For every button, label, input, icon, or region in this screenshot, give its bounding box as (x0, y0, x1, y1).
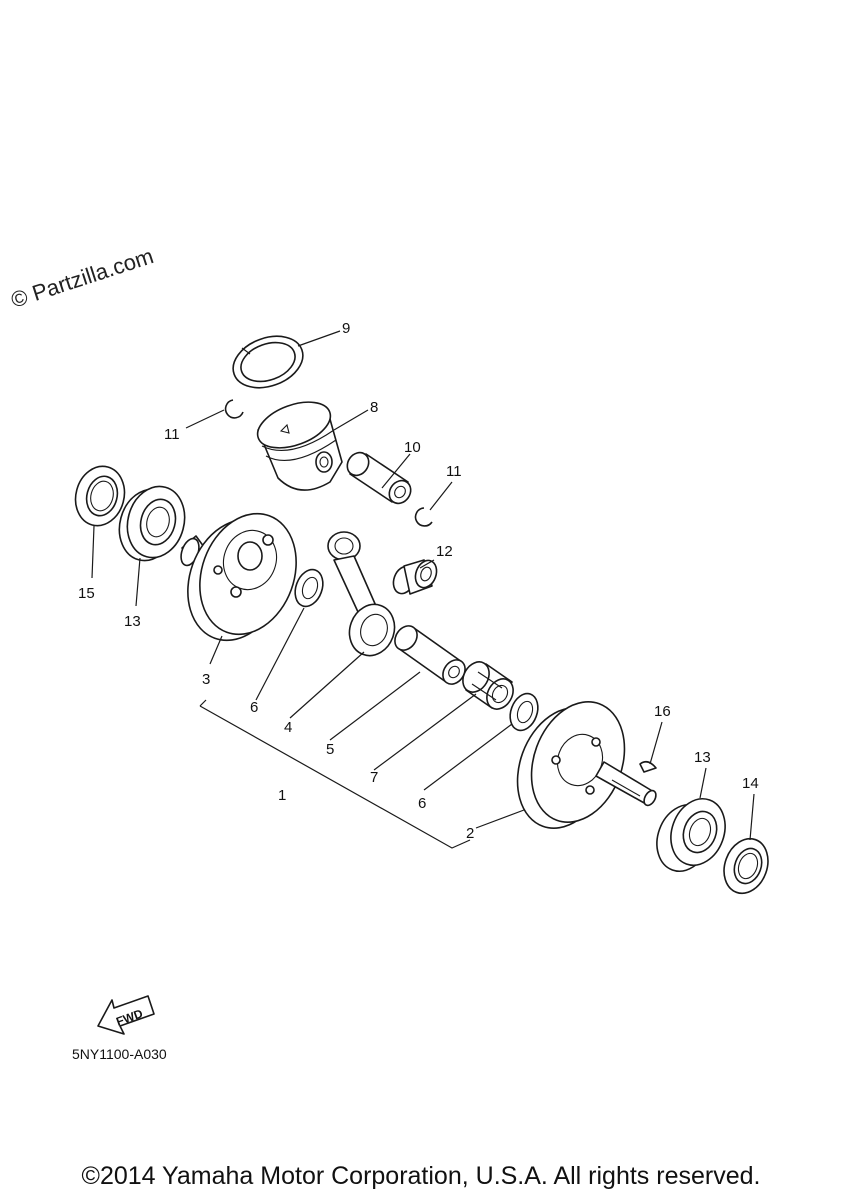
callout-numbers: 9 8 11 10 11 12 15 13 3 6 4 5 1 7 6 2 16… (78, 320, 759, 842)
copyright-notice: ©2014 Yamaha Motor Corporation, U.S.A. A… (81, 1162, 761, 1190)
washer-right (509, 692, 539, 732)
connecting-rod (327, 531, 396, 657)
crank-left (180, 512, 297, 642)
callout-8: 8 (370, 399, 378, 416)
big-end-bearing (462, 661, 514, 710)
washer-left (294, 568, 324, 608)
callout-4: 4 (284, 719, 292, 736)
fwd-arrow-icon: FWD (97, 995, 155, 1035)
callout-12: 12 (436, 543, 453, 560)
callout-9: 9 (342, 320, 350, 337)
callout-6: 6 (250, 699, 258, 716)
callout-13: 13 (694, 749, 711, 766)
callout-3: 3 (202, 671, 210, 688)
piston-pin-clip-left (224, 399, 244, 419)
callout-13: 13 (124, 613, 141, 630)
callout-5: 5 (326, 741, 334, 758)
callout-15: 15 (78, 585, 95, 602)
crank-pin (394, 625, 466, 685)
callout-11: 11 (446, 463, 462, 480)
callout-2: 2 (466, 825, 474, 842)
callout-7: 7 (370, 769, 378, 786)
bearing-left (118, 485, 186, 562)
diagram-code: 5NY1100-A030 (72, 1046, 167, 1062)
watermark: © Partzilla.com (8, 243, 157, 313)
piston (256, 401, 343, 491)
callout-14: 14 (742, 775, 759, 792)
bearing-right (656, 798, 726, 872)
callout-16: 16 (654, 703, 671, 720)
small-end-bearing (392, 559, 438, 595)
crank-right (516, 701, 657, 829)
piston-ring (232, 335, 304, 389)
callout-11: 11 (164, 426, 180, 443)
callout-10: 10 (404, 439, 421, 456)
woodruff-key (639, 760, 657, 773)
callout-6: 6 (418, 795, 426, 812)
piston-pin (346, 451, 412, 505)
piston-pin-clip-right (414, 507, 433, 527)
oil-seal-left (74, 465, 126, 527)
callout-1: 1 (278, 787, 286, 804)
oil-seal-right (723, 837, 769, 895)
leader-lines (91, 330, 755, 849)
